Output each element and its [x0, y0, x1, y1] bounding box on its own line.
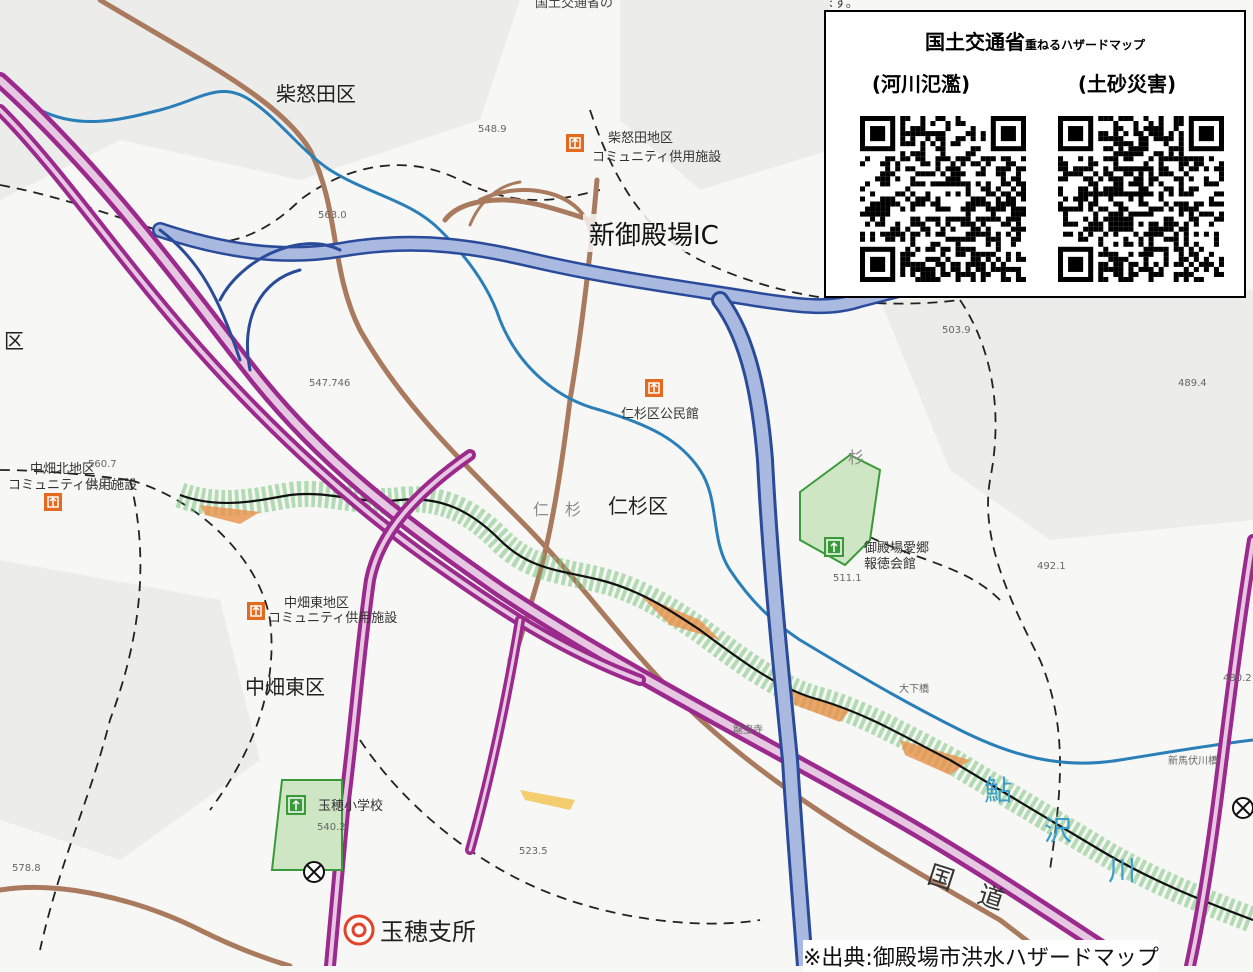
- police-box-icon: [303, 861, 325, 883]
- bridge-label: 新馬伏川橋: [1168, 754, 1218, 767]
- facility-label: 柴怒田地区: [608, 131, 673, 146]
- shelter-icon: [645, 379, 663, 397]
- district-label-shido: 柴怒田区: [276, 82, 356, 106]
- qr-panel: 国土交通省重ねるハザードマップ (河川氾濫) (土砂災害): [824, 10, 1246, 298]
- elevation-label: 559.1: [86, 481, 115, 492]
- temple-label: 龍宝寺: [733, 723, 763, 736]
- elevation-label: 480.2: [1223, 673, 1252, 684]
- elevation-label: 547.746: [309, 378, 350, 389]
- evacuation-icon: [824, 537, 844, 557]
- local-road-3: [442, 197, 593, 223]
- qr-panel-title: 国土交通省重ねるハザードマップ: [826, 26, 1244, 55]
- markers: [303, 797, 1253, 946]
- source-note: ※出典:御殿場市洪水ハザードマップ: [803, 940, 1159, 972]
- facility-label: コミュニティ供用施設: [8, 477, 137, 493]
- elevation-label: 489.4: [1178, 378, 1207, 389]
- area-label: 仁 杉: [533, 500, 581, 519]
- elevation-points: 548.9 563.0 547.746 560.7 559.1 503.9 48…: [12, 124, 1252, 874]
- district-label-nisugi: 仁杉区: [608, 494, 668, 518]
- qr-label-flood: (河川氾濫): [871, 72, 971, 96]
- facility-label: 仁杉区公民館: [621, 407, 699, 422]
- police-box-icon: [1232, 797, 1253, 819]
- qr-label-landslide: (土砂災害): [1077, 72, 1177, 96]
- houtoku-area: [799, 453, 882, 567]
- elevation-label: 560.7: [88, 459, 117, 470]
- facility-label: 玉穂小学校: [318, 798, 383, 814]
- river-label: 鮎: [984, 774, 1012, 807]
- evacuation-icon: [286, 795, 306, 815]
- new-expressway: [152, 180, 1008, 966]
- shelter-icon: [566, 134, 584, 152]
- area-label: 杉: [848, 448, 864, 467]
- shelter-icon: [247, 602, 265, 620]
- facility-label: 報徳会館: [864, 557, 916, 572]
- qr-title-sub: 重ねるハザードマップ: [1024, 38, 1145, 52]
- expressways: [0, 72, 1253, 966]
- facility-label: 御殿場愛郷: [864, 541, 929, 556]
- elevation-label: 503.9: [942, 325, 971, 336]
- qr-code-landslide[interactable]: [1058, 116, 1224, 282]
- facility-label: コミュニティ供用施設: [592, 149, 721, 165]
- qr-title-main: 国土交通省: [924, 30, 1025, 54]
- facility-label: 中畑北地区: [30, 462, 95, 477]
- elevation-label: 578.8: [12, 863, 41, 874]
- ic-label: 新御殿場IC: [589, 221, 719, 251]
- local-road-4: [0, 884, 293, 966]
- elevation-label: 548.9: [478, 124, 507, 135]
- terrain-shading: [0, 0, 1253, 860]
- facility-label: コミュニティ供用施設: [268, 610, 397, 626]
- bridge-label: 大下橋: [899, 682, 929, 695]
- qr-code-flood[interactable]: [860, 116, 1026, 282]
- river-channels: [39, 90, 1253, 765]
- river-label: 川: [1108, 854, 1136, 887]
- route-label: 道: [974, 880, 1008, 917]
- district-label-partial: 区: [4, 329, 24, 353]
- branch-office-icon: [343, 914, 375, 946]
- elevation-label: 511.1: [833, 573, 862, 584]
- upper-river: [39, 90, 1253, 765]
- elevation-label: 563.0: [318, 210, 347, 221]
- shelter-icon: [44, 493, 62, 511]
- branch-office-label: 玉穂支所: [380, 918, 476, 946]
- elevation-label: 492.1: [1037, 561, 1066, 572]
- shelter-icons: [44, 134, 844, 815]
- facility-label: 中畑東地区: [284, 595, 349, 611]
- elevation-label: 540.2: [317, 822, 346, 833]
- elevation-label: 523.5: [519, 846, 548, 857]
- district-label-nakahata-higashi: 中畑東区: [245, 675, 325, 699]
- river-label: 沢: [1044, 814, 1072, 847]
